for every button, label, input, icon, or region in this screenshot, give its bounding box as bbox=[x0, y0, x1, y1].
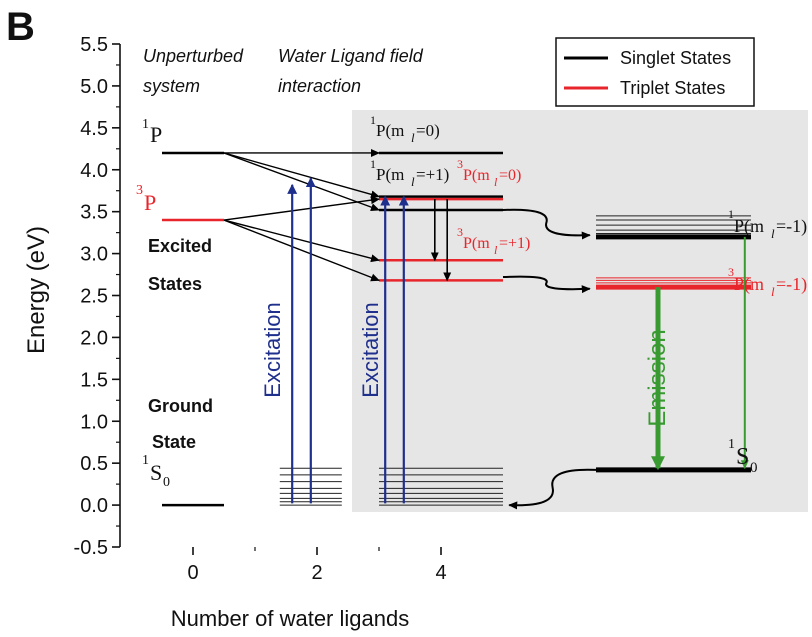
y-tick-label: 5.5 bbox=[80, 34, 108, 56]
label-ground-line1: Ground bbox=[148, 396, 213, 416]
energy-levels bbox=[162, 151, 751, 507]
transition-arrows bbox=[223, 148, 749, 510]
label-3P-mlm1-text: P(m bbox=[734, 274, 764, 295]
label-3P-mlm1-tail: =-1) bbox=[776, 274, 807, 295]
label-1S0-right: 1 S 0 bbox=[728, 437, 758, 476]
y-axis-label: Energy (eV) bbox=[23, 226, 50, 354]
splitting-arrow bbox=[223, 219, 380, 282]
label-1P-mlm1: 1 P(m l =-1) bbox=[728, 207, 807, 241]
x-tick-label: 0 bbox=[187, 562, 198, 584]
y-tick-label: 2.5 bbox=[80, 286, 108, 308]
label-1P-ml0-text: P(m bbox=[376, 121, 404, 140]
header-unperturbed-line2: system bbox=[143, 76, 200, 96]
label-1P-ml1-sub: l bbox=[411, 174, 415, 189]
label-3P-sup: 3 bbox=[136, 183, 143, 198]
label-1P-mlm1-text: P(m bbox=[734, 216, 764, 237]
label-3P-ml1-sub: l bbox=[494, 243, 498, 257]
curved-transfer-arrow bbox=[502, 275, 591, 294]
y-tick-label: 3.0 bbox=[80, 244, 108, 266]
label-1P-ml0: 1 P(m l =0) bbox=[370, 113, 440, 145]
label-3P-ml1: 3 P(m l =+1) bbox=[457, 225, 530, 257]
splitting-arrow bbox=[223, 152, 380, 199]
y-tick-label: 0.0 bbox=[80, 495, 108, 517]
header-unperturbed-line1: Unperturbed bbox=[143, 46, 244, 66]
y-tick-label: 0.5 bbox=[80, 453, 108, 475]
curved-transfer-arrow bbox=[508, 468, 597, 510]
legend-box bbox=[555, 37, 755, 107]
label-1P: 1 P bbox=[142, 117, 162, 147]
curved-transfer-arrow bbox=[502, 208, 591, 240]
label-1P-ml1-sup: 1 bbox=[370, 157, 376, 171]
label-3P-mlm1-sub: l bbox=[771, 284, 775, 299]
y-tick-label: 1.0 bbox=[80, 411, 108, 433]
label-excited-line2: States bbox=[148, 274, 202, 294]
label-1S0-right-sub: 0 bbox=[750, 460, 758, 476]
label-1P-ml1-text: P(m bbox=[376, 165, 404, 184]
label-3P-ml1-tail: =+1) bbox=[499, 235, 530, 252]
label-3P-ml0-text: P(m bbox=[463, 167, 490, 184]
label-1S0-left: 1 S 0 bbox=[142, 453, 170, 490]
y-tick-label: 3.5 bbox=[80, 202, 108, 224]
label-1P-mlm1-tail: =-1) bbox=[776, 216, 807, 237]
splitting-arrow bbox=[223, 219, 380, 263]
label-excitation-2: Excitation bbox=[358, 302, 383, 397]
y-tick-label: 2.0 bbox=[80, 327, 108, 349]
splitting-arrow bbox=[223, 196, 380, 221]
ligand-field-region bbox=[352, 110, 808, 512]
legend: Singlet States Triplet States bbox=[555, 37, 755, 107]
y-tick-label: -0.5 bbox=[74, 537, 108, 559]
panel-label: B bbox=[6, 5, 35, 49]
legend-label-singlet: Singlet States bbox=[620, 48, 731, 68]
label-1P-ml1-tail: =+1) bbox=[416, 165, 449, 184]
splitting-arrow bbox=[223, 152, 380, 211]
label-1S0-left-sub: 0 bbox=[163, 475, 170, 490]
y-tick-label: 1.5 bbox=[80, 369, 108, 391]
label-3P-ml0-tail: =0) bbox=[499, 167, 521, 184]
header-ligand-line2: interaction bbox=[278, 76, 361, 96]
label-1P-text: P bbox=[150, 122, 162, 147]
axes: -0.5 0.0 0.5 1.0 1.5 2.0 2.5 3.0 3.5 4.0 4.5 5.0 5.5… bbox=[74, 34, 447, 584]
legend-label-triplet: Triplet States bbox=[620, 78, 725, 98]
label-1P-sup: 1 bbox=[142, 117, 149, 132]
y-tick-label: 5.0 bbox=[80, 76, 108, 98]
label-1S0-right-sup: 1 bbox=[728, 437, 735, 452]
header-ligand-line1: Water Ligand field bbox=[278, 46, 424, 66]
label-3P-text: P bbox=[144, 190, 156, 215]
label-1S0-left-sup: 1 bbox=[142, 453, 149, 468]
label-1P-ml0-sub: l bbox=[411, 130, 415, 145]
label-emission: Emission bbox=[644, 329, 671, 426]
x-tick-label: 2 bbox=[311, 562, 322, 584]
y-tick-label: 4.5 bbox=[80, 118, 108, 140]
label-excited-line1: Excited bbox=[148, 236, 212, 256]
label-excitation-1: Excitation bbox=[260, 302, 285, 397]
label-3P: 3 P bbox=[136, 183, 156, 215]
label-1P-mlm1-sub: l bbox=[771, 226, 775, 241]
label-3P-ml1-sup: 3 bbox=[457, 225, 463, 239]
label-1P-mlm1-sup: 1 bbox=[728, 207, 734, 221]
label-3P-ml0-sub: l bbox=[494, 175, 498, 189]
label-1S0-right-text: S bbox=[736, 444, 749, 470]
label-1P-ml1: 1 P(m l =+1) bbox=[370, 157, 449, 189]
label-3P-mlm1-sup: 3 bbox=[728, 265, 734, 279]
x-tick-label: 4 bbox=[435, 562, 446, 584]
label-3P-mlm1: 3 P(m l =-1) bbox=[728, 265, 807, 299]
label-3P-ml0: 3 P(m l =0) bbox=[457, 157, 521, 189]
label-1P-ml0-sup: 1 bbox=[370, 113, 376, 127]
label-1P-ml0-tail: =0) bbox=[416, 121, 440, 140]
y-tick-label: 4.0 bbox=[80, 160, 108, 182]
label-1S0-left-text: S bbox=[150, 460, 162, 485]
label-3P-ml0-sup: 3 bbox=[457, 157, 463, 171]
label-3P-ml1-text: P(m bbox=[463, 235, 490, 252]
x-axis-label: Number of water ligands bbox=[171, 606, 409, 631]
label-ground-line2: State bbox=[152, 432, 196, 452]
